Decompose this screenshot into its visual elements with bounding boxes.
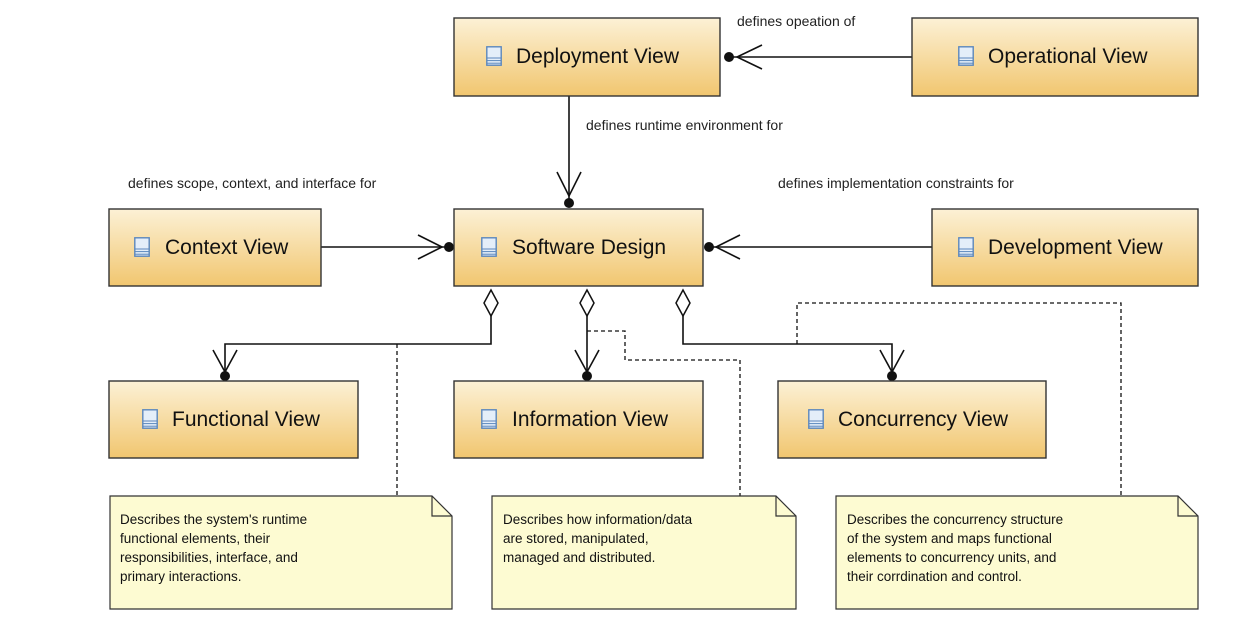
note-line: Describes the concurrency structure <box>847 512 1063 527</box>
document-icon <box>142 409 158 429</box>
note-line: of the system and maps functional <box>847 531 1052 546</box>
box-label: Information View <box>512 408 669 431</box>
box-label: Software Design <box>512 236 666 259</box>
edge-label-deployment: defines runtime environment for <box>586 117 783 133</box>
box-label: Context View <box>165 236 289 259</box>
edge-operational-to-deployment <box>724 44 912 70</box>
box-label: Deployment View <box>516 45 680 68</box>
note-concurrency: Describes the concurrency structure of t… <box>835 495 1199 610</box>
note-line: are stored, manipulated, <box>503 531 649 546</box>
note-line: elements to concurrency units, and <box>847 550 1056 565</box>
edge-label-operational: defines opeation of <box>737 13 855 29</box>
edge-label-development: defines implementation constraints for <box>778 175 1014 191</box>
document-icon <box>958 46 974 66</box>
note-information: Describes how information/data are store… <box>491 495 797 610</box>
edge-software-to-concurrency <box>675 288 905 381</box>
edge-software-to-information <box>574 288 600 381</box>
box-development-view[interactable]: Development View <box>931 208 1199 287</box>
box-label: Operational View <box>988 45 1148 68</box>
edge-software-to-functional <box>212 288 499 381</box>
box-software-design[interactable]: Software Design <box>453 208 704 287</box>
note-functional: Describes the system's runtime functiona… <box>109 495 453 610</box>
document-icon <box>481 409 497 429</box>
note-line: managed and distributed. <box>503 550 655 565</box>
document-icon <box>481 237 497 257</box>
box-context-view[interactable]: Context View <box>108 208 322 287</box>
box-functional-view[interactable]: Functional View <box>108 380 359 459</box>
edge-deployment-to-software <box>556 96 582 208</box>
edge-development-to-software <box>704 234 932 260</box>
edge-context-to-software <box>321 234 454 260</box>
document-icon <box>486 46 502 66</box>
box-label: Functional View <box>172 408 321 431</box>
box-operational-view[interactable]: Operational View <box>911 17 1199 97</box>
note-anchor-concurrency <box>796 302 1122 496</box>
document-icon <box>134 237 150 257</box>
document-icon <box>958 237 974 257</box>
box-information-view[interactable]: Information View <box>453 380 704 459</box>
document-icon <box>808 409 824 429</box>
box-concurrency-view[interactable]: Concurrency View <box>777 380 1047 459</box>
note-line: their corrdination and control. <box>847 569 1022 584</box>
box-label: Concurrency View <box>838 408 1009 431</box>
note-line: Describes how information/data <box>503 512 693 527</box>
edge-label-context: defines scope, context, and interface fo… <box>128 175 377 191</box>
note-line: functional elements, their <box>120 531 271 546</box>
note-line: primary interactions. <box>120 569 242 584</box>
note-line: Describes the system's runtime <box>120 512 307 527</box>
note-line: responsibilities, interface, and <box>120 550 298 565</box>
box-deployment-view[interactable]: Deployment View <box>453 17 721 97</box>
note-anchor-information <box>587 330 741 496</box>
box-label: Development View <box>988 236 1164 259</box>
